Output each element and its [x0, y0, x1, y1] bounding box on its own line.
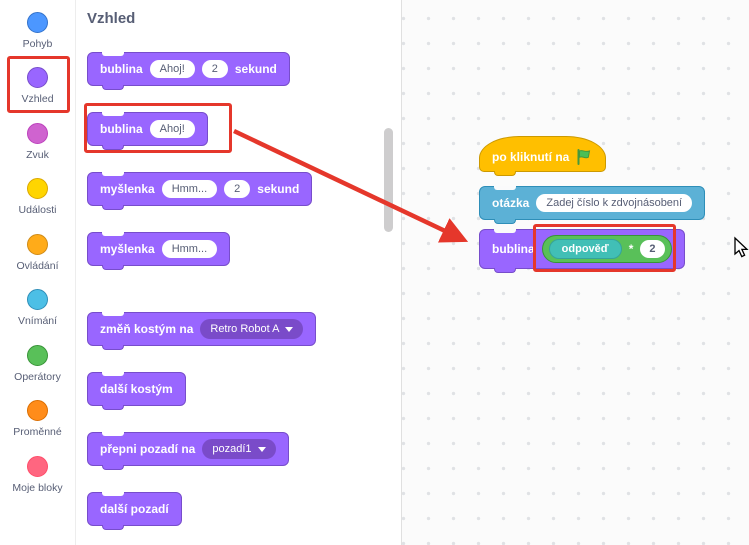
sidebar-category-moje-bloky[interactable]: Moje bloky — [0, 447, 75, 503]
category-color-icon — [27, 233, 48, 255]
block-bump — [102, 205, 124, 210]
operator-symbol: * — [628, 242, 634, 256]
category-color-icon — [27, 11, 48, 33]
block-label: myšlenka — [100, 182, 155, 196]
script-ask-block[interactable]: otázka Zadej číslo k zdvojnásobení — [479, 186, 706, 224]
dropdown-value: pozadí1 — [212, 443, 252, 455]
operand-input[interactable]: 2 — [640, 240, 665, 258]
category-color-icon — [27, 122, 48, 144]
sidebar-category-vzhled[interactable]: Vzhled — [0, 59, 75, 115]
category-label: Operátory — [14, 370, 61, 383]
block-bump — [102, 145, 124, 150]
category-color-icon — [27, 455, 48, 477]
category-label: Zvuk — [26, 148, 49, 161]
category-color-icon — [27, 178, 48, 200]
block-label: myšlenka — [100, 242, 155, 256]
block-label: bublina — [100, 122, 143, 136]
block-label: bublina — [100, 62, 143, 76]
category-label: Pohyb — [22, 37, 53, 50]
question-input[interactable]: Zadej číslo k zdvojnásobení — [536, 194, 693, 212]
category-label: Události — [18, 204, 57, 217]
palette-block-dalsi-pozadi[interactable]: další pozadí — [87, 492, 182, 530]
block-bump — [102, 465, 124, 470]
sidebar-category-ovladani[interactable]: Ovládání — [0, 225, 75, 281]
script-say-block[interactable]: bublina odpověď * 2 — [479, 229, 685, 273]
sidebar-category-operatory[interactable]: Operátory — [0, 336, 75, 392]
block-bump — [102, 405, 124, 410]
category-sidebar: Pohyb Vzhled Zvuk Události Ovládání Vním… — [0, 0, 76, 545]
sidebar-category-vnimani[interactable]: Vnímání — [0, 281, 75, 337]
green-flag-icon — [577, 148, 591, 165]
palette-block-prepni-pozadi[interactable]: přepni pozadí na pozadí1 — [87, 432, 289, 470]
block-notch — [102, 492, 124, 496]
block-notch — [102, 312, 124, 316]
category-label: Moje bloky — [12, 481, 63, 494]
script-hat-block[interactable]: po kliknutí na — [479, 136, 607, 176]
category-label: Ovládání — [16, 259, 59, 272]
block-label: sekund — [257, 182, 300, 196]
dropdown-caret-icon — [285, 326, 294, 332]
block-bump — [102, 525, 124, 530]
number-input[interactable]: 2 — [201, 60, 228, 78]
block-notch — [102, 232, 124, 236]
category-label: Vnímání — [17, 315, 58, 328]
block-label: bublina — [492, 242, 535, 256]
block-notch — [102, 372, 124, 376]
block-notch — [102, 52, 124, 56]
script-area[interactable]: po kliknutí na otázka Zadej číslo k zdvo… — [401, 0, 749, 545]
sidebar-category-pohyb[interactable]: Pohyb — [0, 3, 75, 59]
category-label: Vzhled — [21, 93, 54, 106]
sidebar-category-zvuk[interactable]: Zvuk — [0, 114, 75, 170]
block-bump — [102, 85, 124, 90]
block-bump — [102, 345, 124, 350]
category-color-icon — [27, 344, 48, 366]
costume-dropdown[interactable]: Retro Robot A — [200, 319, 304, 339]
category-color-icon — [27, 289, 48, 311]
block-label: změň kostým na — [100, 322, 194, 336]
block-label: otázka — [492, 196, 530, 210]
block-bump — [494, 219, 516, 224]
block-bump — [102, 265, 124, 270]
block-label: další kostým — [100, 382, 173, 396]
palette-header: Vzhled — [87, 10, 136, 27]
palette-block-myslenka-sekund[interactable]: myšlenka Hmm... 2 sekund — [87, 172, 313, 210]
block-label: sekund — [234, 62, 277, 76]
text-input[interactable]: Hmm... — [161, 180, 218, 198]
sidebar-category-promenne[interactable]: Proměnné — [0, 392, 75, 448]
category-color-icon — [27, 67, 48, 89]
block-bump — [494, 268, 516, 273]
palette-block-bublina-sekund[interactable]: bublina Ahoj! 2 sekund — [87, 52, 290, 90]
category-color-icon — [27, 400, 48, 422]
block-palette: Vzhled bublina Ahoj! 2 sekund bublina Ah… — [76, 0, 401, 545]
sidebar-category-udalosti[interactable]: Události — [0, 170, 75, 226]
multiply-operator-block[interactable]: odpověď * 2 — [541, 235, 672, 263]
backdrop-dropdown[interactable]: pozadí1 — [202, 439, 276, 459]
dropdown-caret-icon — [257, 446, 266, 452]
block-notch — [494, 186, 516, 190]
number-input[interactable]: 2 — [224, 180, 251, 198]
answer-reporter-block[interactable]: odpověď — [548, 239, 622, 259]
palette-block-bublina[interactable]: bublina Ahoj! — [87, 112, 208, 150]
category-label: Proměnné — [13, 426, 62, 439]
palette-scrollbar[interactable] — [384, 128, 393, 232]
palette-block-myslenka[interactable]: myšlenka Hmm... — [87, 232, 231, 270]
text-input[interactable]: Ahoj! — [149, 60, 195, 78]
text-input[interactable]: Ahoj! — [149, 120, 195, 138]
palette-block-dalsi-kostym[interactable]: další kostým — [87, 372, 186, 410]
block-bump — [494, 171, 516, 176]
block-notch — [102, 432, 124, 436]
block-notch — [102, 172, 124, 176]
block-label: další pozadí — [100, 502, 169, 516]
text-input[interactable]: Hmm... — [161, 240, 218, 258]
block-notch — [102, 112, 124, 116]
block-label: po kliknutí na — [492, 149, 570, 164]
block-notch — [494, 229, 516, 233]
block-label: přepni pozadí na — [100, 442, 196, 456]
palette-block-zmen-kostym[interactable]: změň kostým na Retro Robot A — [87, 312, 317, 350]
dropdown-value: Retro Robot A — [210, 323, 280, 335]
